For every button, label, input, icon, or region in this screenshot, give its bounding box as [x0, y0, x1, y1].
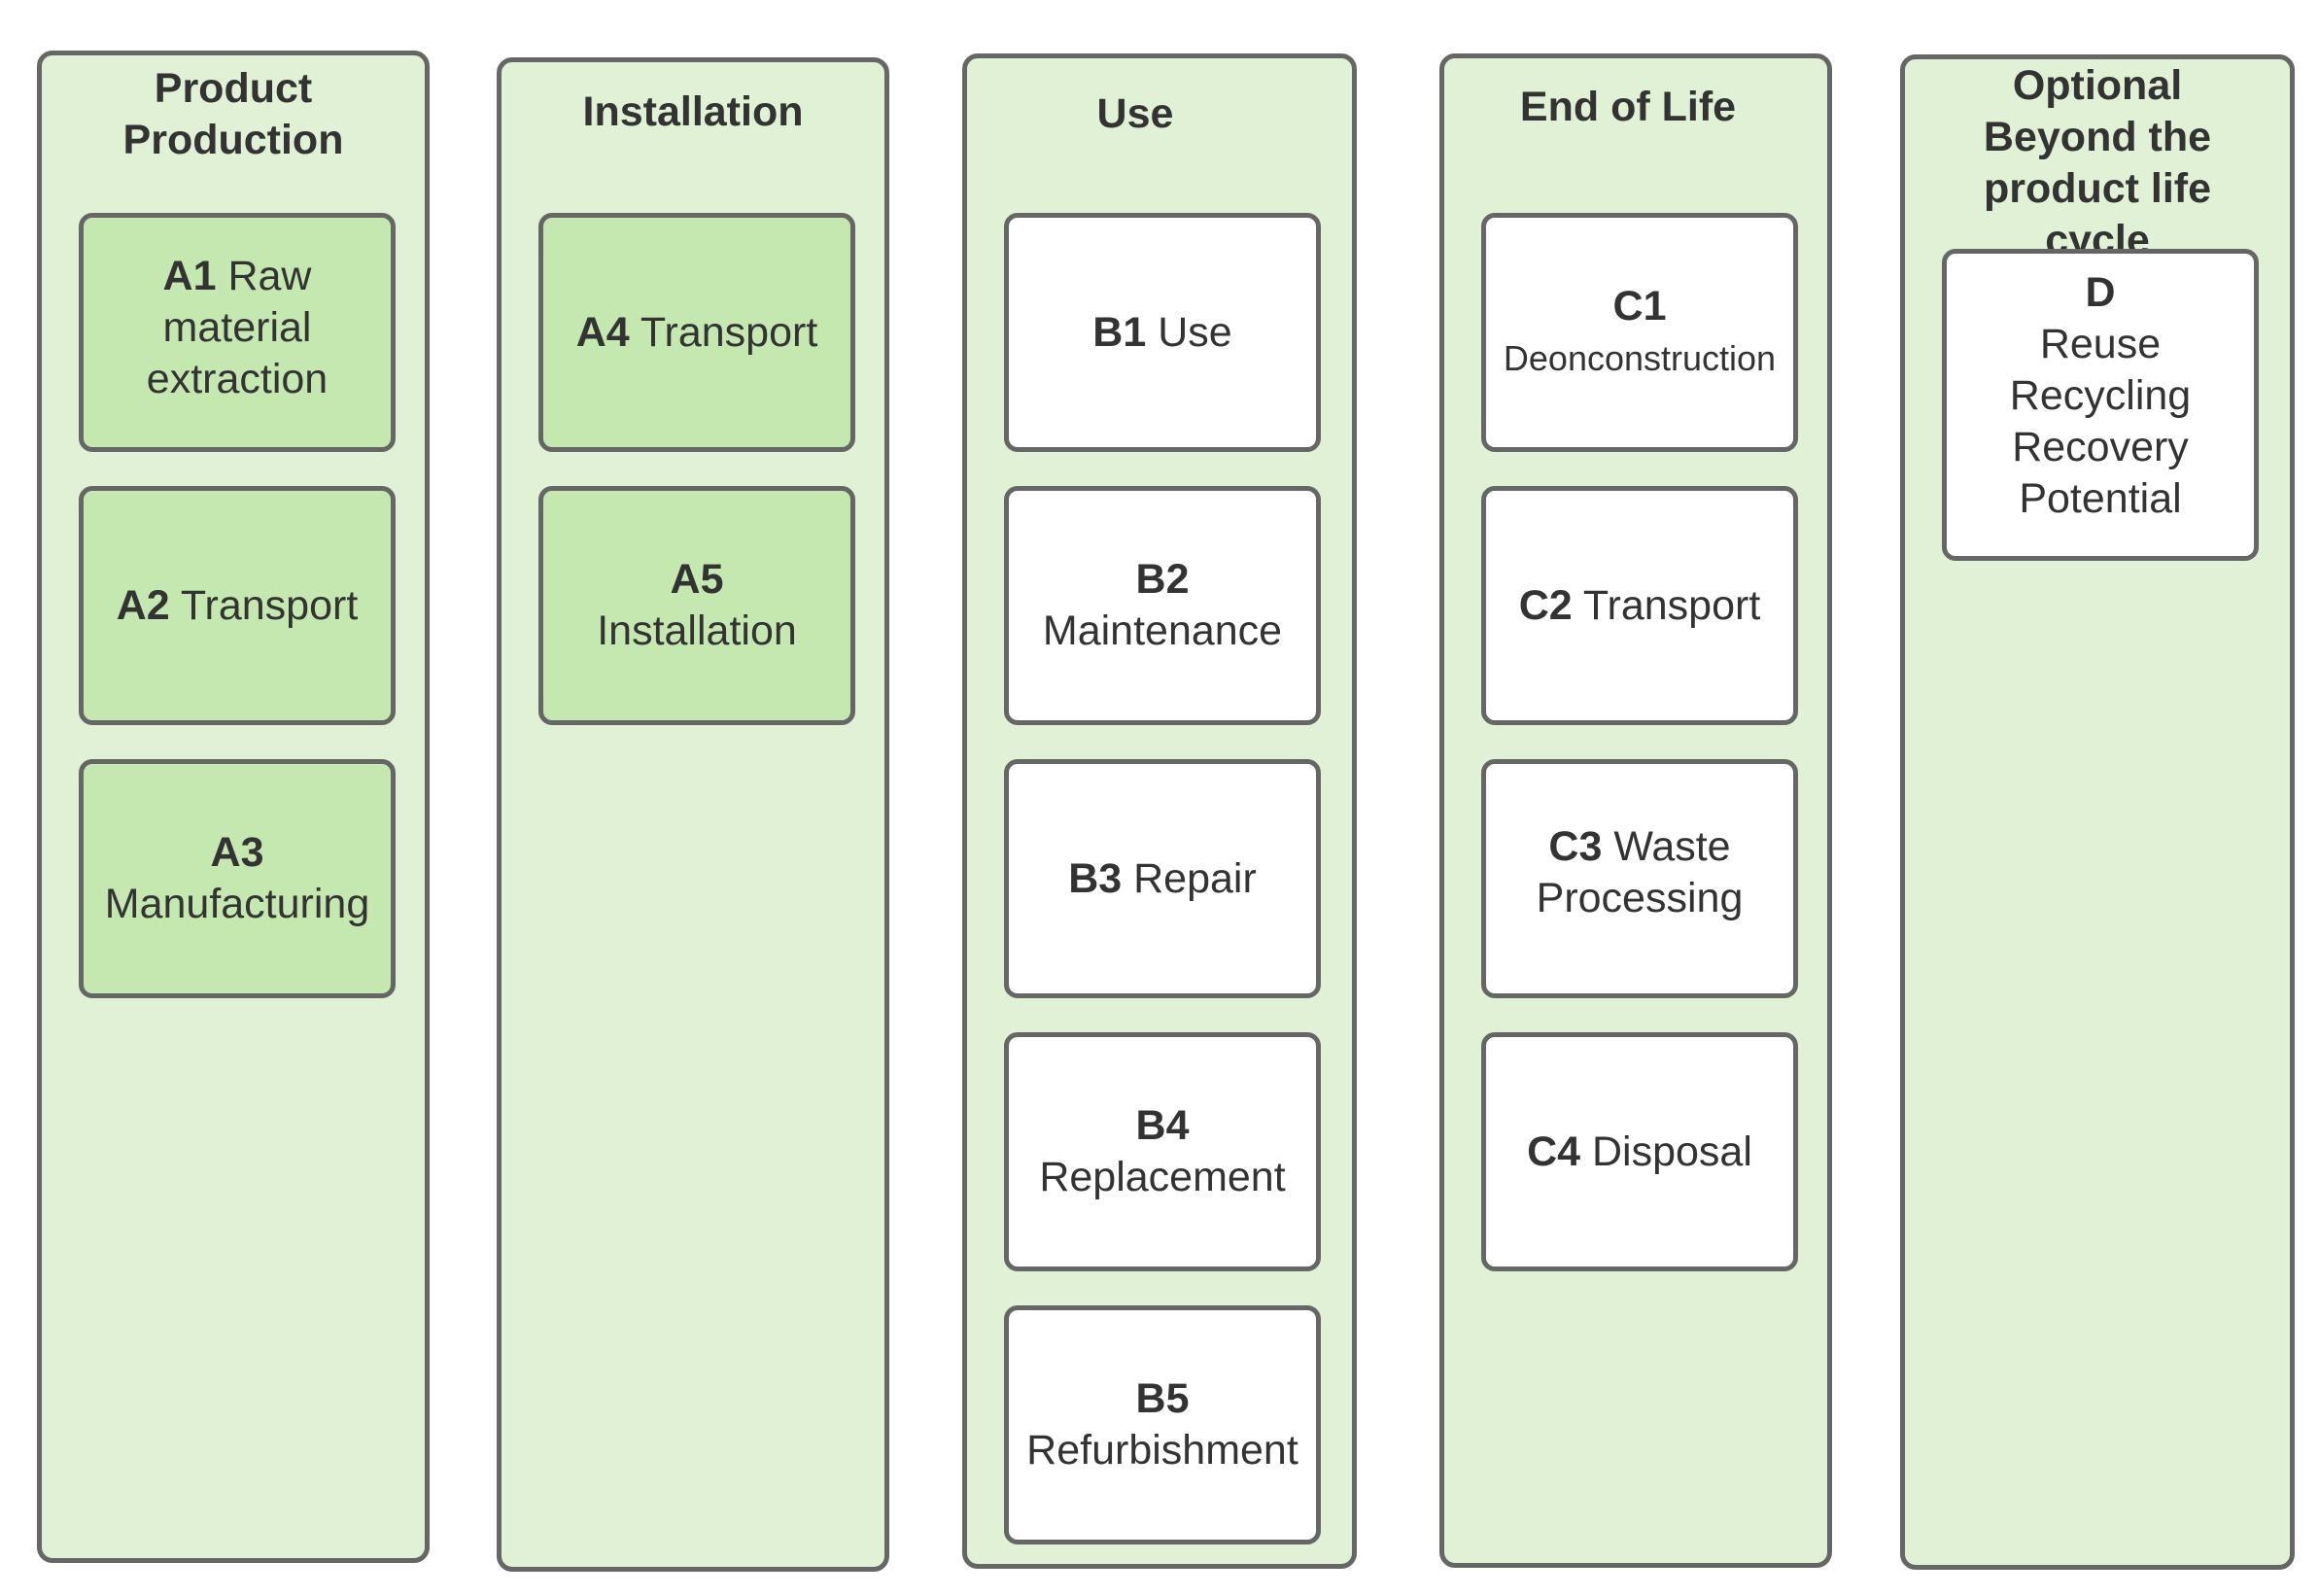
stage-label: Transport [1582, 581, 1761, 629]
stage-b5: B5 Refurbishment [1004, 1305, 1321, 1544]
stage-label: Manufacturing [104, 881, 370, 927]
column-title: Use [1096, 90, 1174, 137]
stage-c2: C2 Transport [1481, 486, 1798, 725]
stage-code: A4 [575, 308, 630, 356]
stage-d: D Reuse Recycling Recovery Potential [1942, 249, 2259, 561]
stage-code: B2 [1135, 556, 1190, 603]
stage-code: C4 [1527, 1128, 1581, 1175]
stage-label: Use [1158, 308, 1232, 356]
stage-code: B1 [1092, 308, 1147, 356]
column-title: Product Production [122, 65, 344, 163]
stage-a4: A4 Transport [538, 213, 855, 452]
stage-code: D [2085, 269, 2116, 316]
column-product-production: Product Production A1 Raw material extra… [37, 51, 430, 1563]
column-end-of-life: End of Life C1 Deonconstruction C2 Trans… [1439, 53, 1832, 1568]
stage-b3: B3 Repair [1004, 759, 1321, 998]
stage-code: B5 [1135, 1375, 1190, 1422]
stage-code: C1 [1612, 283, 1667, 330]
stage-label: Raw material extraction [146, 253, 329, 402]
stage-label: Waste Processing [1536, 823, 1744, 921]
column-use: Use B1 Use B2 Maintenance B3 Repair B4 R… [962, 53, 1357, 1569]
stage-a5: A5 Installation [538, 486, 855, 725]
stage-label: Replacement [1039, 1154, 1286, 1200]
column-installation: Installation A4 Transport A5 Installatio… [497, 57, 889, 1572]
column-title: Optional Beyond the product life cycle [1983, 62, 2212, 263]
stage-label: Deonconstruction [1503, 338, 1777, 378]
stage-label: Refurbishment [1026, 1427, 1298, 1474]
stage-code: A2 [116, 581, 170, 629]
stage-c3: C3 Waste Processing [1481, 759, 1798, 998]
column-title: End of Life [1519, 84, 1737, 130]
stage-label: Reuse Recycling Recovery Potential [2009, 321, 2192, 522]
column-title: Installation [582, 88, 804, 135]
stage-a3: A3 Manufacturing [79, 759, 396, 998]
stage-code: A1 [162, 253, 217, 299]
stage-code: B3 [1068, 854, 1123, 902]
stage-label: Transport [180, 581, 359, 629]
stage-label: Disposal [1592, 1128, 1752, 1175]
stage-label: Transport [640, 308, 818, 356]
stage-b2: B2 Maintenance [1004, 486, 1321, 725]
stage-label: Maintenance [1042, 607, 1283, 654]
stage-label: Installation [597, 607, 797, 654]
stage-code: A3 [210, 829, 264, 876]
stage-code: A5 [670, 556, 724, 603]
stage-a1: A1 Raw material extraction [79, 213, 396, 452]
stage-code: C3 [1548, 823, 1603, 870]
column-beyond-life-cycle: Optional Beyond the product life cycle D… [1900, 54, 2295, 1570]
stage-label: Repair [1133, 854, 1257, 902]
stage-c1: C1 Deonconstruction [1481, 213, 1798, 452]
stage-code: C2 [1518, 581, 1573, 629]
stage-code: B4 [1135, 1102, 1190, 1149]
stage-a2: A2 Transport [79, 486, 396, 725]
stage-b4: B4 Replacement [1004, 1032, 1321, 1271]
stage-c4: C4 Disposal [1481, 1032, 1798, 1271]
stage-b1: B1 Use [1004, 213, 1321, 452]
